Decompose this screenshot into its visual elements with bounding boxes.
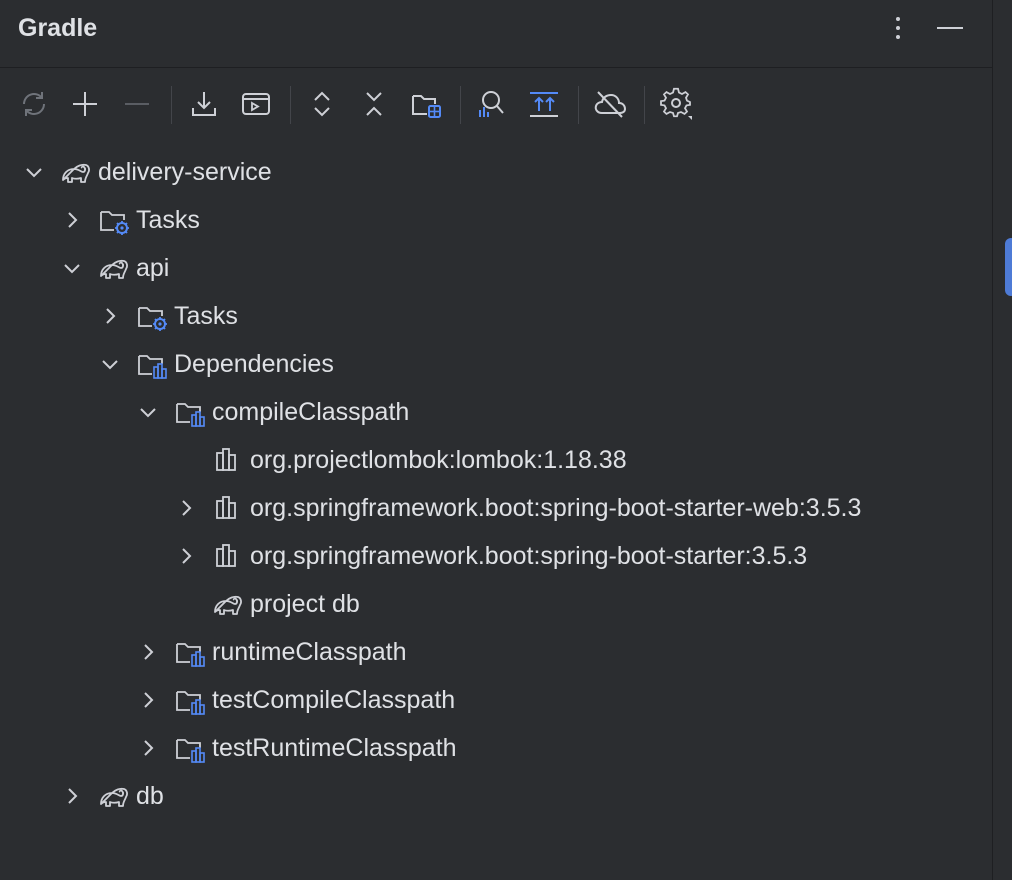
chevron-right-icon[interactable] (137, 737, 159, 759)
analyze-dependencies-button[interactable] (472, 86, 508, 122)
toggle-offline-icon (530, 92, 558, 117)
toolbar-separator (171, 86, 172, 124)
tree-node-delivery-service[interactable]: delivery-service (0, 148, 992, 196)
editor-edge-strip (992, 0, 1012, 880)
chevron-right-icon[interactable] (99, 305, 121, 327)
tree-node-label: runtimeClasspath (212, 638, 407, 666)
minimize-button[interactable] (932, 10, 968, 46)
offline-mode-button[interactable] (592, 86, 628, 122)
chevron-right-icon[interactable] (61, 785, 83, 807)
tree-node-dependencies[interactable]: Dependencies (0, 340, 992, 388)
library-icon (216, 448, 236, 471)
cloud-off-icon (594, 91, 627, 118)
library-icon (216, 544, 236, 567)
tree-node-label: org.springframework.boot:spring-boot-sta… (250, 494, 862, 522)
folder-gear-icon (100, 211, 129, 235)
reload-button[interactable] (16, 86, 52, 122)
tree-node-test-runtime-classpath[interactable]: testRuntimeClasspath (0, 724, 992, 772)
tree-node-label: Tasks (136, 206, 200, 234)
tree-node-runtime-classpath[interactable]: runtimeClasspath (0, 628, 992, 676)
chevron-down-icon[interactable] (61, 257, 83, 279)
chevron-right-icon[interactable] (175, 497, 197, 519)
remove-button[interactable] (119, 86, 155, 122)
tree-node-label: project db (250, 590, 360, 618)
more-options-button[interactable] (880, 10, 916, 46)
tree-node-label: Tasks (174, 302, 238, 330)
minus-icon (125, 103, 149, 105)
tree-node-dependency-spring-boot-starter[interactable]: org.springframework.boot:spring-boot-sta… (0, 532, 992, 580)
tree-node-label: db (136, 782, 164, 810)
folder-library-icon (176, 643, 205, 667)
vertical-ellipsis-icon (896, 17, 900, 39)
chevron-down-icon[interactable] (23, 161, 45, 183)
tree-node-dependency-spring-boot-starter-web[interactable]: org.springframework.boot:spring-boot-sta… (0, 484, 992, 532)
chevron-down-icon[interactable] (99, 353, 121, 375)
add-button[interactable] (67, 86, 103, 122)
gradle-elephant-icon (100, 259, 128, 279)
tool-window-title: Gradle (18, 14, 98, 42)
folder-grid-icon (412, 95, 441, 118)
tree-node-compile-classpath[interactable]: compileClasspath (0, 388, 992, 436)
tool-window-header: Gradle (0, 0, 992, 68)
expand-all-button[interactable] (304, 86, 340, 122)
collapse-all-icon (366, 92, 382, 116)
toolbar-separator (460, 86, 461, 124)
download-sources-button[interactable] (186, 86, 222, 122)
tree-node-project-db[interactable]: project db (0, 580, 992, 628)
plus-icon (73, 92, 97, 116)
tree-node-label: delivery-service (98, 158, 272, 186)
download-icon (192, 92, 216, 116)
chevron-right-icon[interactable] (61, 209, 83, 231)
tree-node-db[interactable]: db (0, 772, 992, 820)
tree-node-label: testCompileClasspath (212, 686, 456, 714)
gradle-settings-button[interactable] (658, 86, 694, 122)
tree-node-label: compileClasspath (212, 398, 410, 426)
expand-all-icon (314, 91, 330, 117)
toolbar-separator (644, 86, 645, 124)
run-task-button[interactable] (238, 86, 274, 122)
group-modules-button[interactable] (408, 86, 444, 122)
tree-node-dependency-lombok[interactable]: org.projectlombok:lombok:1.18.38 (0, 436, 992, 484)
settings-icon (660, 87, 692, 120)
folder-library-icon (138, 355, 167, 379)
library-icon (216, 496, 236, 519)
scrollbar-thumb[interactable] (1005, 238, 1012, 296)
analyze-dependencies-icon (479, 91, 504, 117)
chevron-right-icon[interactable] (137, 689, 159, 711)
folder-gear-icon (138, 307, 167, 331)
gradle-toolbar (0, 72, 992, 136)
tree-node-label: org.springframework.boot:spring-boot-sta… (250, 542, 808, 570)
gradle-elephant-icon (100, 787, 128, 807)
chevron-down-icon[interactable] (137, 401, 159, 423)
chevron-right-icon[interactable] (175, 545, 197, 567)
minimize-icon (937, 27, 963, 29)
tree-node-tasks[interactable]: Tasks (0, 196, 992, 244)
tree-node-api[interactable]: api (0, 244, 992, 292)
folder-library-icon (176, 739, 205, 763)
tree-node-label: Dependencies (174, 350, 334, 378)
run-task-icon (242, 93, 270, 115)
tree-node-label: testRuntimeClasspath (212, 734, 457, 762)
tree-node-api-tasks[interactable]: Tasks (0, 292, 992, 340)
tree-node-label: org.projectlombok:lombok:1.18.38 (250, 446, 627, 474)
gradle-elephant-icon (214, 595, 242, 615)
toggle-offline-button[interactable] (526, 86, 562, 122)
gradle-elephant-icon (62, 163, 90, 183)
folder-library-icon (176, 691, 205, 715)
collapse-all-button[interactable] (356, 86, 392, 122)
toolbar-separator (290, 86, 291, 124)
folder-library-icon (176, 403, 205, 427)
toolbar-separator (578, 86, 579, 124)
reload-icon (23, 92, 45, 116)
chevron-right-icon[interactable] (137, 641, 159, 663)
tree-node-label: api (136, 254, 170, 282)
tree-node-test-compile-classpath[interactable]: testCompileClasspath (0, 676, 992, 724)
